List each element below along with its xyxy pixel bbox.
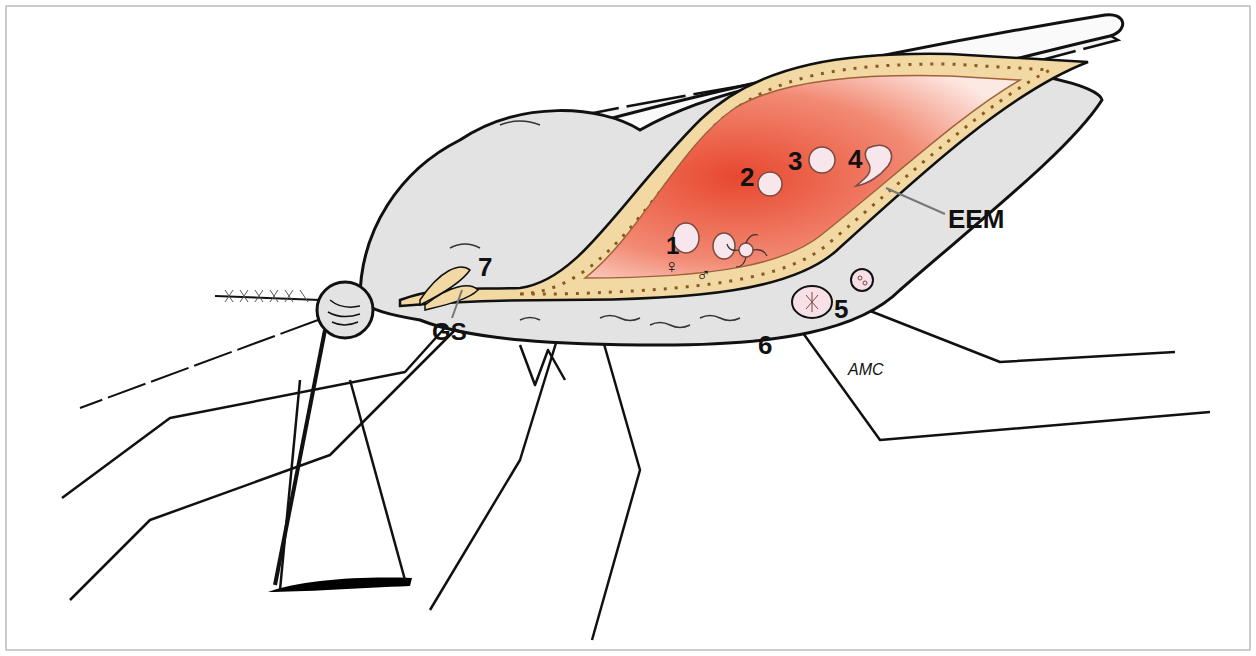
callout-number: 2 — [740, 164, 754, 190]
callout-number: 4 — [848, 146, 862, 172]
callout-number: 3 — [788, 148, 802, 174]
callout-number: 7 — [478, 254, 492, 280]
callout-number: 1 — [666, 234, 679, 258]
part-label: EEM — [948, 206, 1004, 232]
callout-number: 6 — [758, 332, 772, 358]
part-label: GS — [432, 320, 467, 344]
female-symbol: ♀ — [664, 256, 679, 276]
male-symbol: ♂ — [696, 264, 711, 284]
callout-number: 5 — [834, 296, 848, 322]
signature: AMC — [848, 362, 884, 378]
